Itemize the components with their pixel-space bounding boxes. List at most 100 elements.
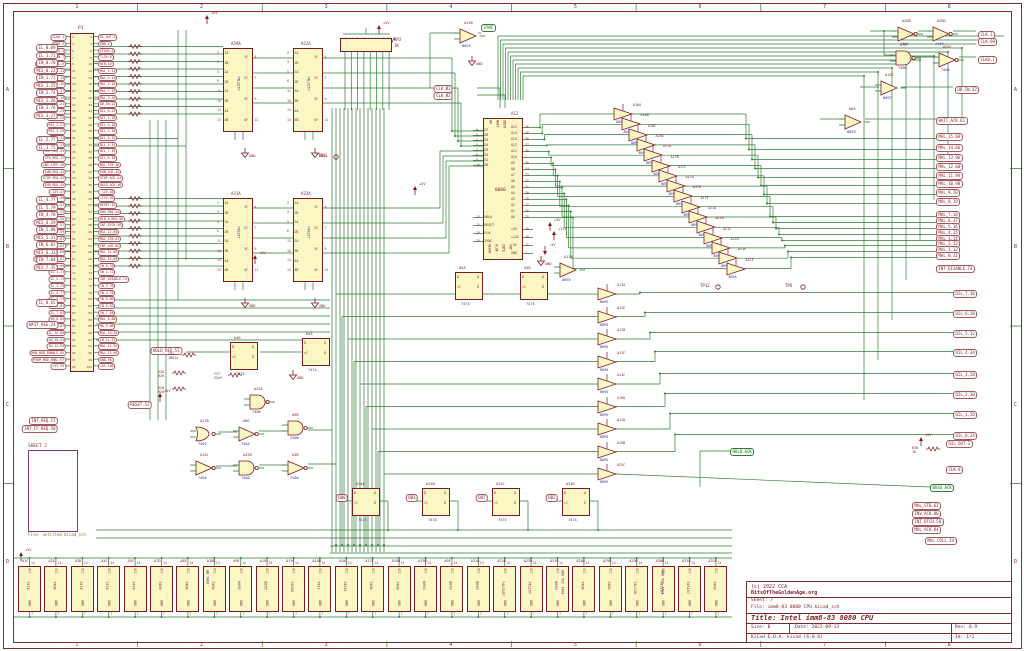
net-label: IL_2.77 <box>36 136 58 144</box>
mux-pin-number: 5 <box>287 69 289 74</box>
pin-number: 15 <box>72 82 76 87</box>
tristate-buffer <box>643 145 664 162</box>
net-label: WAIT_REG.24 <box>26 321 58 329</box>
inner-border <box>13 11 1012 643</box>
bottom-ic-gnd: GND <box>106 600 111 606</box>
net-label: MIS_6.33 <box>33 248 58 256</box>
gnd-label: GND <box>249 154 256 158</box>
bottom-row-caption: GND VCC 7404 <box>660 570 665 595</box>
pin-number: 99 <box>72 364 76 369</box>
bottom-ic-pin: 7 <box>242 612 245 616</box>
pin-number: 86 <box>88 317 92 322</box>
bottom-ic-value: 74S257 <box>527 581 532 594</box>
ff-pin-c: >C <box>354 501 358 505</box>
buffer-value: 8095 <box>631 140 640 145</box>
mux-pin-name: 4B <box>294 268 299 273</box>
power-label: +5V <box>925 433 932 437</box>
net-label: DIL_1.26 <box>98 114 118 122</box>
gate-ref: A6A <box>849 107 856 111</box>
buffer-value: 8095 <box>600 390 609 394</box>
tristate-buffer <box>628 124 649 142</box>
cpu-pin-name: A11 <box>511 149 517 153</box>
pin-number: 8 <box>90 55 92 60</box>
pin-number: 42 <box>88 169 92 174</box>
buffer-ref: A21B <box>715 216 724 221</box>
net-label: MAL_0.11 <box>936 252 961 260</box>
tristate-buffer <box>597 329 618 346</box>
ff-body <box>352 488 380 516</box>
ff-pin-qb: Q̅ <box>584 501 586 505</box>
buffer-value: 8095 <box>646 161 655 166</box>
bottom-ic-body <box>651 566 675 612</box>
mux-pin-number: 9 <box>254 246 257 251</box>
net-label: IN_5.80 <box>98 296 116 303</box>
pin-number: 63 <box>72 243 76 248</box>
net-label: DIL_4.34 <box>98 141 118 149</box>
net-label: +5V.99 <box>50 363 66 370</box>
gate-value: 7404 <box>900 42 909 46</box>
pin-number: 59 <box>72 230 76 235</box>
net-label: IN_5.80 <box>36 226 58 234</box>
mux-body <box>293 198 323 282</box>
bottom-ic-vcc: VCC <box>581 568 586 574</box>
buffer-value: 8095 <box>616 120 625 124</box>
tristate-buffer <box>673 186 694 203</box>
tb-id: Id: 1/2 <box>955 635 975 640</box>
net-label: DB7 <box>475 494 488 502</box>
mux-pin-name: 3B <box>294 249 299 253</box>
net-label: MAL_15.68 <box>98 255 120 263</box>
tb-org: BitsOfTheGoldenAge.org <box>751 590 818 596</box>
tb-tool: KiCad E.D.A. kicad (6.0.6) <box>751 635 823 640</box>
pin-number: 87 <box>72 324 76 329</box>
mux-pin-number: 3 <box>287 210 289 215</box>
tristate-buffer <box>597 441 618 459</box>
pin-number: 77 <box>72 290 76 295</box>
pin-number: 7 <box>72 55 74 60</box>
mux-pin-number: 9 <box>324 246 327 251</box>
grid-row-label: B <box>1014 244 1018 251</box>
testpoint-icon <box>715 284 721 290</box>
bottom-ic-pin: 14 <box>453 561 458 565</box>
buf-gate <box>454 28 485 44</box>
bottom-ic-vcc: VCC <box>317 568 322 574</box>
bottom-ic-body <box>414 566 437 612</box>
tristate-buffer <box>651 155 671 173</box>
net-label: INT_ACK.64 <box>98 242 122 249</box>
bottom-ic-ref: A32E <box>708 559 718 563</box>
rp2-value: 1K <box>394 43 399 48</box>
buffer-ref: A21A <box>708 206 717 210</box>
bottom-ic-ref: A22B <box>497 559 506 563</box>
pin-number: 93 <box>72 344 76 349</box>
tristate-buffer <box>681 196 701 214</box>
bottom-ic-body <box>598 566 622 612</box>
inv-gate <box>282 460 313 476</box>
cpu-pin-number: 11 <box>525 242 529 247</box>
pin-number: 12 <box>88 68 92 73</box>
bottom-ic-ref: A1C <box>22 559 29 563</box>
mux-pin-number: 10 <box>217 98 221 103</box>
mux-pin-name: 2B <box>224 79 229 84</box>
gate-ref: A8E <box>243 419 250 423</box>
bottom-ic-ref: A9F <box>444 559 451 563</box>
net-label: IL_4.77 <box>36 196 58 204</box>
gate-ref: A13B <box>464 21 473 25</box>
buffer-value: 8095 <box>713 253 722 258</box>
gate-value: 7404 <box>198 476 207 480</box>
bottom-ic-gnd: GND <box>212 600 217 606</box>
mux-pin-number: 12 <box>324 117 329 122</box>
bottom-ic-value: 7404 <box>52 581 57 590</box>
cpu-pin-name: SYNC <box>484 239 493 243</box>
net-label: HOLD_REQ.51 <box>150 347 182 355</box>
gate-ref: A10L <box>200 453 209 457</box>
testpoint-label: TP12 <box>700 283 710 288</box>
bottom-ic-pin: 14 <box>110 561 115 565</box>
bottom-ic-vcc: VCC <box>370 568 375 574</box>
cpu-pin-number: 1 <box>525 154 527 159</box>
